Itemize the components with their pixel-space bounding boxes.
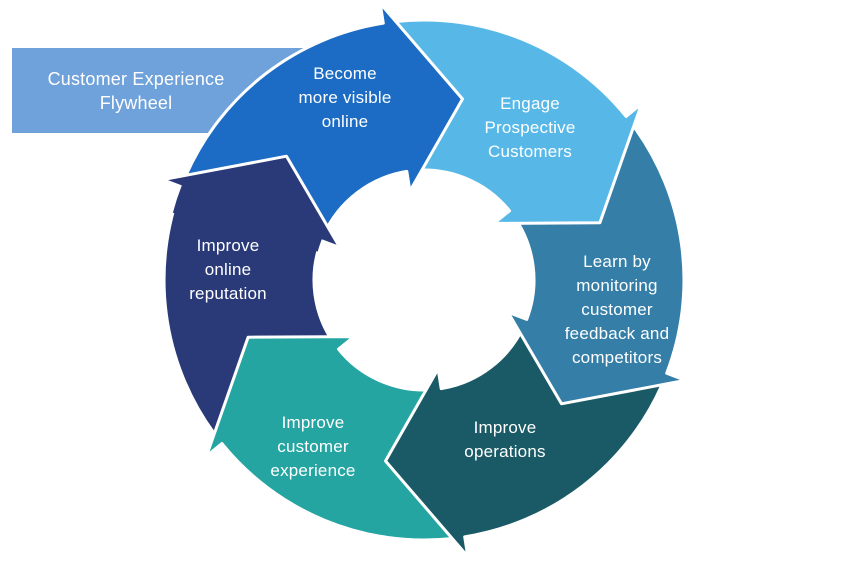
segment-arrow-engage-prospective-customers (395, 18, 644, 225)
title-line-2: Flywheel (99, 92, 173, 113)
segment-arrowhead-overlay-improve-online-reputation (162, 156, 340, 252)
title-line-1: Customer Experience (47, 68, 225, 89)
segment-arrowhead-outline-improve-online-reputation (161, 154, 342, 250)
segment-arrow-improve-customer-experience (204, 335, 453, 542)
